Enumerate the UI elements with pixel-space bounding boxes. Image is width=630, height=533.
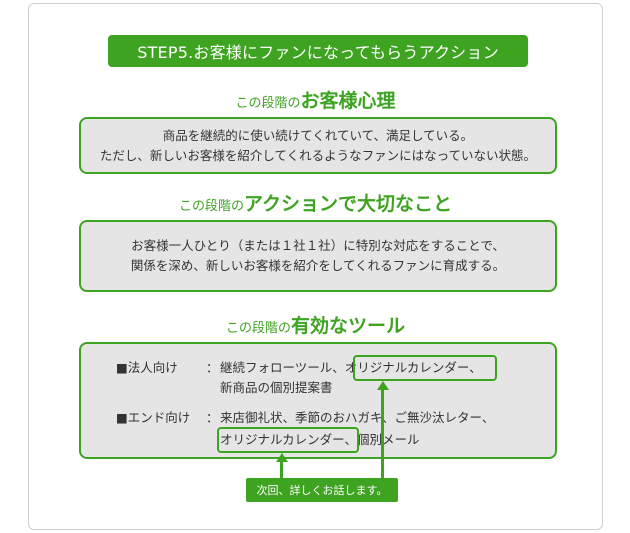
calendar-highlight-end-user [217,427,359,453]
psychology-line-1: 商品を継続的に使い続けてくれていて、満足している。 [162,128,474,143]
arrow-up-icon [275,453,288,462]
corporate-colon: ： [206,360,219,375]
heading-effective-tools: この段階の有効なツール [28,311,603,338]
step-banner: STEP5.お客様にファンになってもらうアクション [108,35,528,67]
end-user-calendar-highlight-text: オリジナルカレンダー、 [220,432,358,447]
heading-prefix: この段階の [235,96,301,111]
action-line-1: お客様一人ひとり（または１社１社）に特別な対応をすることで、 [131,238,505,253]
corporate-tools-text: 継続フォローツール、 [220,360,345,375]
arrow-line-left [280,461,283,478]
end-user-tools-text: 個別メール [357,432,420,447]
heading-title: アクションで大切なこと [243,193,453,215]
heading-title: お客様心理 [300,90,396,112]
psychology-line-2: ただし、新しいお客様を紹介してくれるようなファンにはなっていない状態。 [99,148,537,163]
heading-important-actions: この段階のアクションで大切なこと [28,189,603,216]
end-user-colon: ： [206,410,219,425]
corporate-calendar-highlight-text: オリジナルカレンダー、 [344,360,482,375]
calendar-highlight-corporate [353,355,497,381]
arrow-line-right [381,389,384,478]
corporate-label: ■法人向け [116,360,178,375]
arrow-up-icon [376,381,389,390]
heading-title: 有効なツール [291,315,406,337]
next-time-callout: 次回、詳しくお話します。 [246,478,398,502]
heading-prefix: この段階の [178,199,244,214]
end-user-tools-line-2: オリジナルカレンダー、個別メール [220,430,420,450]
customer-psychology-box: 商品を継続的に使い続けてくれていて、満足している。 ただし、新しいお客様を紹介し… [79,117,557,174]
heading-prefix: この段階の [225,321,291,336]
corporate-tools-line-2: 新商品の個別提案書 [220,380,333,395]
important-actions-box: お客様一人ひとり（または１社１社）に特別な対応をすることで、 関係を深め、新しい… [79,220,557,292]
end-user-label: ■エンド向け [116,410,191,425]
effective-tools-box [79,342,557,459]
corporate-tools-line-1: 継続フォローツール、オリジナルカレンダー、 [220,358,482,378]
heading-customer-psychology: この段階のお客様心理 [28,86,603,113]
action-line-2: 関係を深め、新しいお客様を紹介をしてくれるファンに育成する。 [130,258,506,273]
end-user-tools-line-1: 来店御礼状、季節のおハガキ、ご無沙汰レター、 [220,410,495,425]
